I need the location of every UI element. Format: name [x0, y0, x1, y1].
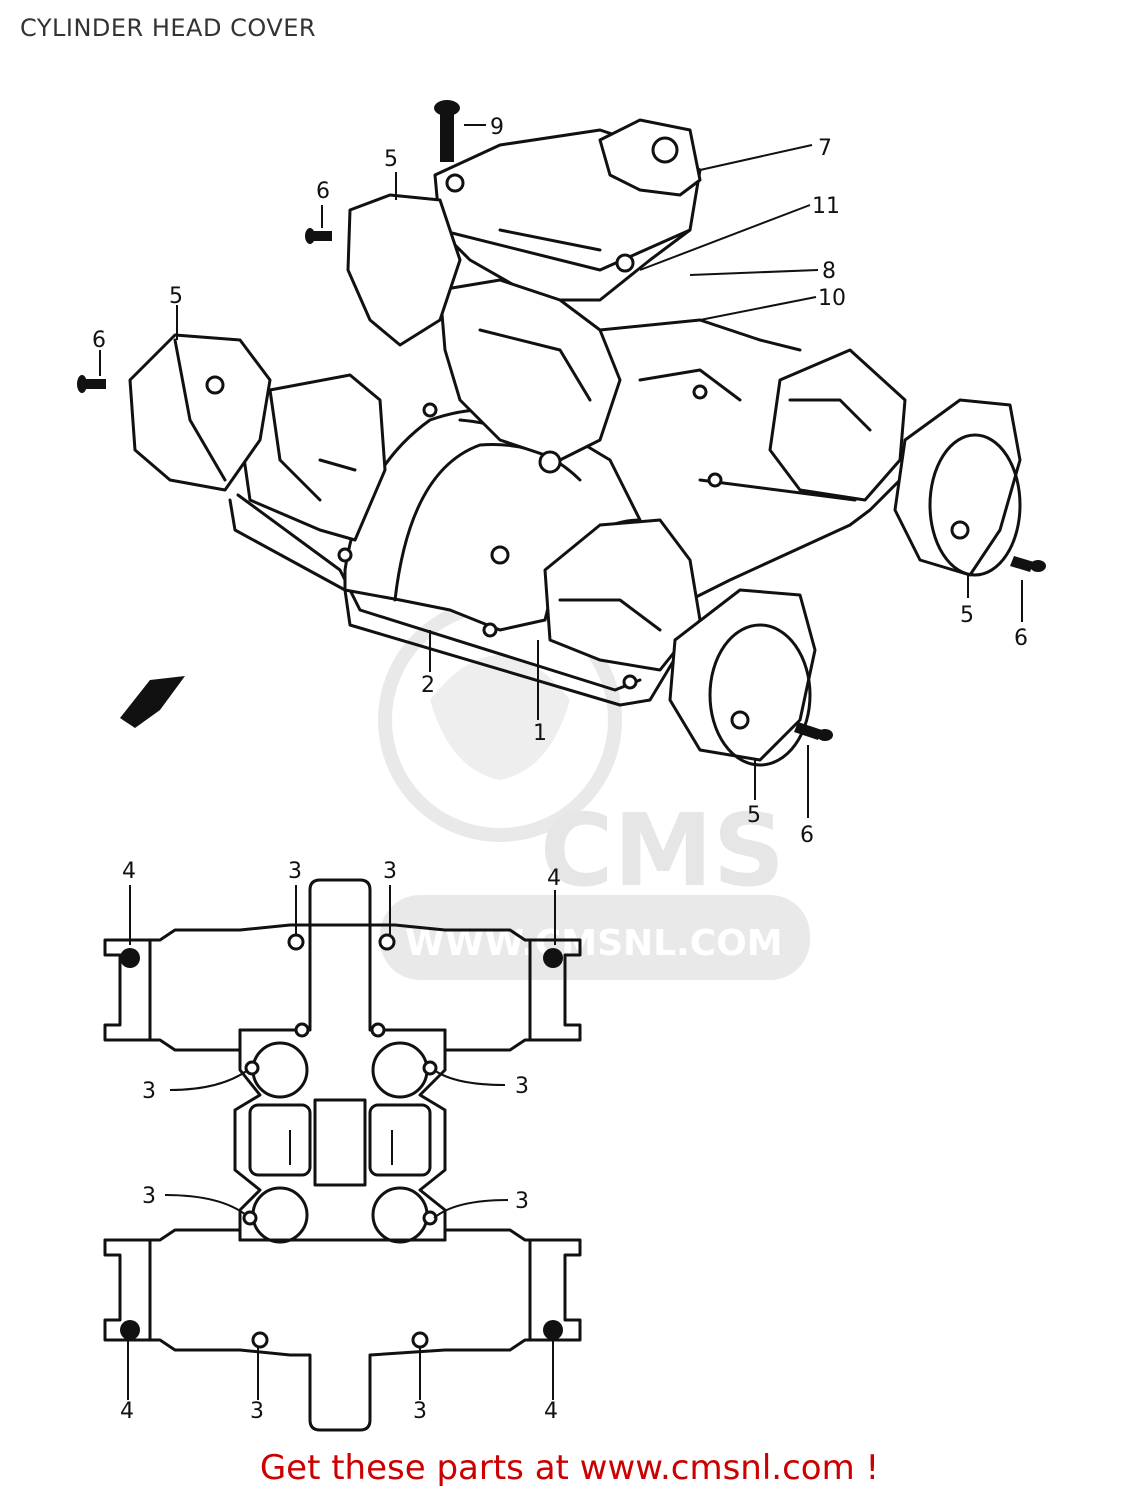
callout-label: 6 — [800, 823, 814, 848]
callout-label: 5 — [960, 603, 974, 628]
watermark-cms-text: CMS — [540, 792, 785, 909]
callout-label: 1 — [533, 721, 547, 746]
callout-label: 6 — [316, 179, 330, 204]
callout-label: 11 — [812, 194, 840, 219]
lower-leaders — [127, 885, 556, 1400]
exploded-view — [77, 100, 1046, 767]
screw-6-icon — [794, 722, 833, 741]
screw-6-icon — [77, 375, 106, 393]
callout-label: 6 — [1014, 626, 1028, 651]
callout-label: 5 — [747, 803, 761, 828]
callout-label: 3 — [383, 859, 397, 884]
upper-callouts: 9 7 5 6 11 8 10 5 6 5 6 2 1 5 6 — [92, 115, 1028, 848]
callout-label: 4 — [122, 859, 136, 884]
callout-label: 4 — [547, 866, 561, 891]
callout-label: 3 — [288, 859, 302, 884]
callout-label: 7 — [818, 136, 832, 161]
callout-label: 4 — [544, 1399, 558, 1424]
watermark-logo: CMS WWW.CMSNL.COM — [378, 598, 810, 980]
callout-label: 3 — [250, 1399, 264, 1424]
callout-label: 2 — [421, 673, 435, 698]
footer-link-banner[interactable]: Get these parts at www.cmsnl.com ! — [0, 1448, 1139, 1488]
callout-label: 3 — [515, 1074, 529, 1099]
screw-9-icon — [434, 100, 460, 162]
screw-6-icon — [1010, 556, 1046, 572]
callout-label: 5 — [384, 147, 398, 172]
callout-label: 5 — [169, 284, 183, 309]
gasket-plan — [103, 878, 582, 1432]
lower-callouts: 4 3 3 4 3 3 3 3 4 3 3 4 — [120, 859, 561, 1424]
callout-label: 9 — [490, 115, 504, 140]
upper-leaders — [99, 124, 1023, 818]
callout-label: 4 — [120, 1399, 134, 1424]
callout-label: 3 — [515, 1189, 529, 1214]
screw-6-icon — [305, 228, 332, 244]
callout-label: 8 — [822, 259, 836, 284]
callout-label: 3 — [413, 1399, 427, 1424]
callout-label: 10 — [818, 286, 846, 311]
callout-label: 3 — [142, 1079, 156, 1104]
cmsnl-link[interactable]: Get these parts at www.cmsnl.com ! — [259, 1448, 880, 1488]
front-arrow-icon — [120, 676, 185, 728]
callout-label: 6 — [92, 328, 106, 353]
callout-label: 3 — [142, 1184, 156, 1209]
page-title: CYLINDER HEAD COVER — [20, 14, 317, 42]
